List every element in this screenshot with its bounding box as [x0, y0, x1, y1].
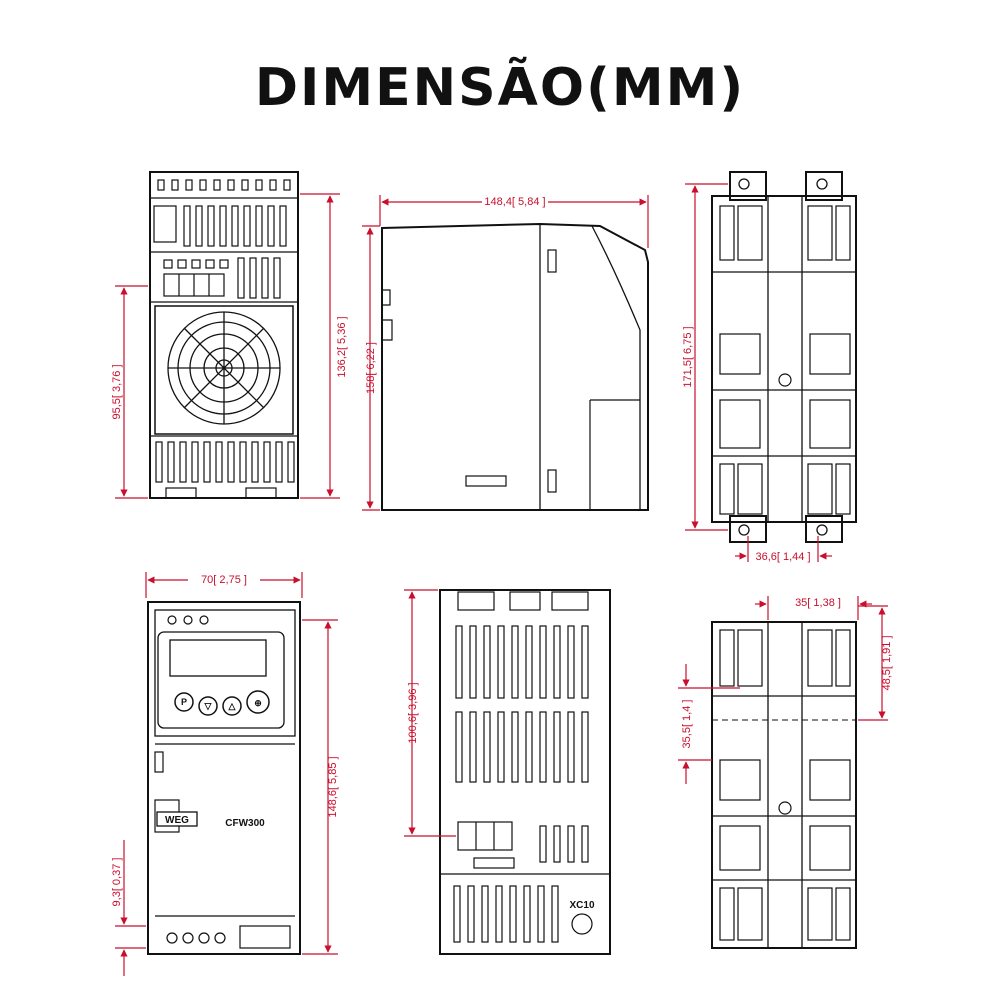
dim-top [404, 589, 456, 837]
dim-side-height: 158[ 6,22 ] [365, 342, 377, 394]
dim-rear [685, 183, 832, 562]
view-front-keypad [147, 601, 301, 955]
view-front-terminals [149, 171, 299, 499]
dim-mount-offset: 48,5[ 1,91 ] [881, 635, 893, 690]
dim-mount-height: 35,5[ 1,4 ] [681, 700, 693, 749]
dim-front-fan-height: 95,5[ 3,76 ] [111, 364, 123, 419]
dim-side-depth: 148,4[ 5,84 ] [484, 196, 545, 208]
dim-front-bottom-offset: 9,3[ 0,37 ] [111, 858, 123, 907]
keypad-run-icon [246, 690, 270, 714]
view-top [439, 589, 611, 955]
view-mounting [711, 621, 857, 949]
svg-text:△: △ [228, 701, 237, 711]
view-rear [711, 171, 857, 543]
svg-text:P: P [181, 697, 187, 707]
dim-front-width: 70[ 2,75 ] [201, 574, 247, 586]
dim-rear-height: 171,5[ 6,75 ] [682, 326, 694, 387]
dim-top-height: 100,6[ 3,96 ] [407, 682, 419, 743]
product-name: CFW300 [225, 818, 265, 829]
fan-icon [167, 311, 281, 425]
dim-mounting [678, 596, 888, 784]
keypad-down-icon [198, 696, 218, 716]
svg-text:⊕: ⊕ [254, 698, 262, 708]
connector-label: XC10 [569, 900, 594, 911]
view-side [381, 222, 649, 511]
dim-rear-width: 36,6[ 1,44 ] [755, 551, 810, 563]
dim-front-top-height: 136,2[ 5,36 ] [336, 316, 348, 377]
keypad-up-icon [222, 696, 242, 716]
dim-front-terminals [115, 193, 340, 499]
dim-side [362, 195, 649, 511]
keypad-p-icon [174, 692, 194, 712]
svg-text:▽: ▽ [204, 701, 213, 711]
dim-front-height: 148,6[ 5,85 ] [327, 756, 339, 817]
brand-logo: WEG [165, 815, 189, 826]
page-title: DIMENSÃO(MM) [254, 58, 746, 118]
dim-mount-width: 35[ 1,38 ] [795, 597, 841, 609]
